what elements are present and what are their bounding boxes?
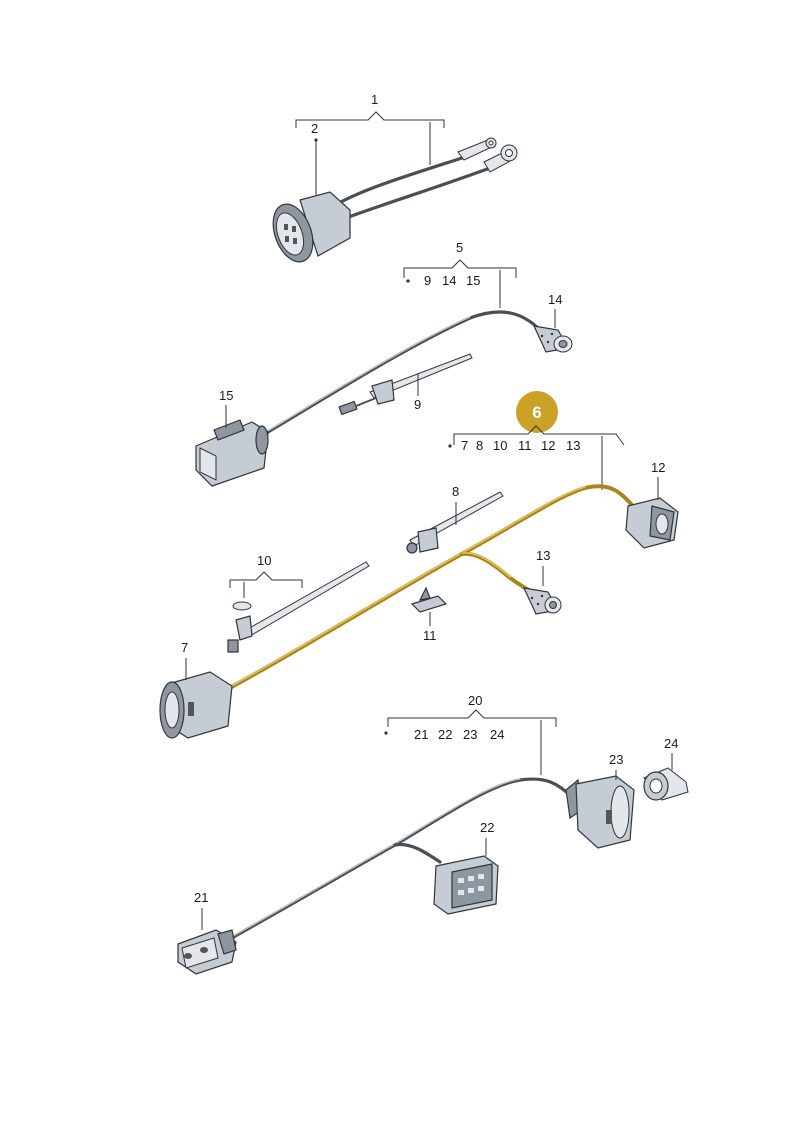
callout-11-list: 11 bbox=[518, 438, 532, 453]
highlight-badge bbox=[516, 391, 558, 433]
sensor-cable bbox=[266, 310, 542, 434]
leader-dot bbox=[384, 731, 388, 735]
callout-8-list: 8 bbox=[476, 438, 483, 453]
speed-sensor-icon bbox=[532, 325, 573, 353]
callout-9: 9 bbox=[414, 397, 421, 412]
callout-24: 24 bbox=[664, 736, 678, 751]
callout-15-list: 15 bbox=[466, 273, 480, 288]
callout-15: 15 bbox=[219, 388, 233, 403]
cable-lower bbox=[333, 166, 492, 224]
callout-22: 22 bbox=[480, 820, 494, 835]
cable-tie-icon bbox=[227, 561, 370, 653]
bracket-group-1 bbox=[295, 111, 445, 128]
bracket-group-10 bbox=[229, 571, 303, 588]
cable-clip-icon bbox=[406, 491, 504, 554]
callout-23-list: 23 bbox=[463, 727, 477, 742]
plug-connector-icon bbox=[177, 929, 237, 975]
callout-20: 20 bbox=[468, 693, 482, 708]
cable-holder-icon bbox=[410, 586, 448, 613]
callout-13-list: 13 bbox=[566, 438, 580, 453]
multi-pin-connector-icon bbox=[433, 855, 499, 915]
callout-11: 11 bbox=[423, 628, 437, 643]
bracket-group-5 bbox=[403, 259, 517, 278]
socket-connector-icon bbox=[625, 497, 679, 549]
callout-21: 21 bbox=[194, 890, 208, 905]
cable-clip-icon bbox=[338, 353, 473, 416]
round-connector-icon bbox=[272, 191, 351, 263]
lower-harness-branch bbox=[393, 842, 442, 864]
group-6-assembly: 6 7 8 10 11 12 13 12 8 bbox=[159, 391, 679, 739]
ring-terminal-icon bbox=[457, 137, 497, 161]
callout-7: 7 bbox=[181, 640, 188, 655]
group-20-assembly: 20 21 22 23 24 23 24 bbox=[177, 693, 689, 975]
callout-10: 10 bbox=[257, 553, 271, 568]
callout-23: 23 bbox=[609, 752, 623, 767]
speed-sensor-icon bbox=[522, 587, 562, 615]
group-5-assembly: 5 9 14 15 14 9 bbox=[195, 240, 573, 487]
bracket-group-6 bbox=[453, 425, 625, 446]
callout-2: 2 bbox=[311, 121, 318, 136]
bracket-group-20 bbox=[387, 709, 557, 727]
plug-connector-icon bbox=[195, 419, 269, 487]
callout-21-list: 21 bbox=[414, 727, 428, 742]
callout-12: 12 bbox=[651, 460, 665, 475]
callout-12-list: 12 bbox=[541, 438, 555, 453]
ring-terminal-icon bbox=[483, 144, 518, 173]
callout-13: 13 bbox=[536, 548, 550, 563]
leader-dot bbox=[448, 444, 452, 448]
callout-1: 1 bbox=[371, 92, 378, 107]
callout-14: 14 bbox=[548, 292, 562, 307]
callout-5: 5 bbox=[456, 240, 463, 255]
callout-9-list: 9 bbox=[424, 273, 431, 288]
lower-harness-main bbox=[226, 777, 572, 942]
grommet-clip-icon bbox=[643, 767, 689, 801]
callout-22-list: 22 bbox=[438, 727, 452, 742]
plug-connector-icon bbox=[159, 671, 233, 739]
callout-14-list: 14 bbox=[442, 273, 456, 288]
highlighted-harness-main bbox=[224, 484, 634, 692]
callout-24-list: 24 bbox=[490, 727, 504, 742]
group-1-assembly: 1 2 bbox=[272, 92, 518, 263]
leader-dot bbox=[406, 279, 410, 283]
leader-dot bbox=[314, 138, 318, 142]
callout-10-list: 10 bbox=[493, 438, 507, 453]
callout-8: 8 bbox=[452, 484, 459, 499]
callout-6: 6 bbox=[532, 403, 541, 422]
callout-7-list: 7 bbox=[461, 438, 468, 453]
plug-connector-icon bbox=[565, 775, 635, 849]
